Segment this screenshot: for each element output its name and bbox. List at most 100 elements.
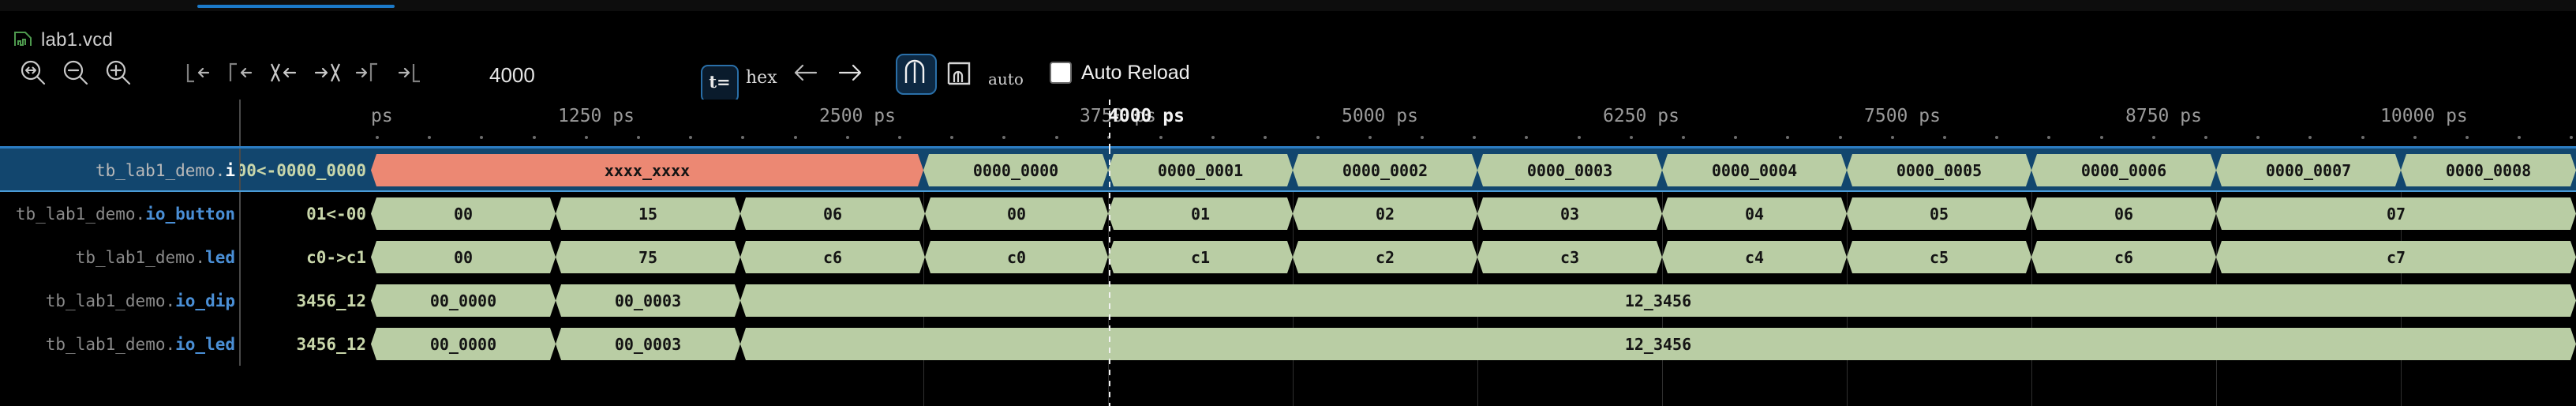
waveform-segment[interactable]: 0000_0001	[1108, 154, 1293, 186]
waveform-segment-value: c3	[1559, 247, 1580, 267]
auto-reload-toggle[interactable]: Auto Reload	[1050, 60, 1190, 85]
auto-reload-checkbox[interactable]	[1050, 62, 1072, 84]
signal-scope: tb_lab1_demo.	[45, 335, 176, 354]
waveform-segment[interactable]: 15	[556, 197, 740, 230]
zoom-in-icon[interactable]	[103, 57, 134, 88]
waveform-row-io_led[interactable]: 00_0000 00_0003 12_3456	[371, 322, 2576, 366]
waveform-segment[interactable]: 00_0003	[556, 328, 740, 360]
waveform-segment-value: 0000_0001	[1157, 160, 1244, 180]
wave-fit-icon[interactable]	[939, 55, 977, 93]
signal-scope: tb_lab1_demo.	[15, 205, 146, 224]
waveform-segment[interactable]: 05	[1847, 197, 2031, 230]
waveform-segment[interactable]: c6	[2031, 241, 2216, 273]
goto-prev-rising-edge-icon[interactable]	[226, 57, 257, 88]
waveform-segment-value: 0000_0003	[1526, 160, 1613, 180]
waveform-segment[interactable]: c0	[925, 241, 1108, 273]
waveform-segment[interactable]: 00_0003	[556, 284, 740, 317]
waveform-segment-value: c2	[1375, 247, 1395, 267]
waveform-segment-value: xxxx_xxxx	[604, 160, 691, 180]
waveform-segment-value: 00_0003	[614, 334, 682, 354]
zoom-out-icon[interactable]	[60, 57, 92, 88]
waveform-segment-undefined[interactable]: xxxx_xxxx	[371, 154, 923, 186]
waveform-segment[interactable]: 00_0000	[371, 284, 556, 317]
goto-prev-transition-icon[interactable]	[268, 57, 300, 88]
waveform-segment[interactable]: 00	[371, 197, 556, 230]
waveform-gridline	[2401, 148, 2402, 406]
waveform-segment[interactable]: 00_0000	[371, 328, 556, 360]
goto-next-rising-edge-icon[interactable]	[354, 57, 385, 88]
waveform-segment[interactable]: 06	[2031, 197, 2216, 230]
waveform-segment-value: c6	[2114, 247, 2134, 267]
waveform-gridline	[1477, 148, 1478, 406]
zoom-fit-icon[interactable]	[17, 57, 49, 88]
waveform-segment[interactable]: 07	[2216, 197, 2576, 230]
goto-next-transition-icon[interactable]	[311, 57, 343, 88]
radix-button[interactable]: t=	[701, 65, 739, 103]
signal-value-at-cursor: c0->c1	[306, 248, 366, 267]
ruler-tick-label: ps	[371, 106, 393, 126]
arrow-left-icon[interactable]	[789, 57, 821, 88]
waveform-segment-value: 0000_0004	[1711, 160, 1798, 180]
waveform-segment-value: c5	[1929, 247, 1949, 267]
goto-prev-edge-icon[interactable]	[183, 57, 215, 88]
waveform-segment[interactable]: c1	[1108, 241, 1293, 273]
waveform-segment[interactable]: c6	[740, 241, 925, 273]
waveform-gridline	[2031, 148, 2032, 406]
waveform-segment[interactable]: 0000_0004	[1662, 154, 1847, 186]
waveform-segment[interactable]: 06	[740, 197, 925, 230]
waveform-segment[interactable]: 01	[1108, 197, 1293, 230]
signal-names-panel[interactable]: tb_lab1_demo.i0000_0000->0000_0001tb_lab…	[0, 148, 371, 406]
waveform-segment[interactable]: 12_3456	[740, 284, 2576, 317]
ruler-tick-label: 10000 ps	[2380, 106, 2468, 126]
waveform-segment[interactable]: 0000_0008	[2401, 154, 2576, 186]
waveform-segment-value: 06	[2114, 204, 2134, 224]
signal-leaf-name: led	[205, 248, 235, 267]
waveform-segment[interactable]: 75	[556, 241, 740, 273]
waveform-gridline	[1847, 148, 1848, 406]
waveform-segment[interactable]: 00	[925, 197, 1108, 230]
waveform-segment[interactable]: 02	[1293, 197, 1477, 230]
active-tab-indicator[interactable]	[197, 5, 395, 8]
waveform-segment[interactable]: 0000_0006	[2031, 154, 2216, 186]
zoom-level-value[interactable]: 4000	[489, 63, 535, 87]
signal-name-label: tb_lab1_demo.i	[95, 161, 235, 180]
ruler-tick-label: 3750 ps	[1080, 106, 1156, 126]
waveform-gridline	[1108, 148, 1109, 406]
goto-next-edge-icon[interactable]	[396, 57, 428, 88]
waveform-segment[interactable]: 0000_0005	[1847, 154, 2031, 186]
analog-wave-icon[interactable]	[896, 54, 937, 95]
signal-leaf-name: io_dip	[175, 291, 235, 310]
arrow-right-icon[interactable]	[835, 57, 867, 88]
signal-scope: tb_lab1_demo.	[95, 161, 226, 180]
waveform-segment[interactable]: 0000_0000	[923, 154, 1108, 186]
waveform-segment[interactable]: 00	[371, 241, 556, 273]
waveform-row-i[interactable]: xxxx_xxxx 0000_0000 0000_0001 0000_0002 0000…	[371, 148, 2576, 192]
waveform-segment-value: 12_3456	[1624, 291, 1692, 310]
waveform-segment[interactable]: 03	[1477, 197, 1662, 230]
waveform-segment[interactable]: 0000_0003	[1477, 154, 1662, 186]
waveform-segment[interactable]: c3	[1477, 241, 1662, 273]
waveform-segment[interactable]: 0000_0007	[2216, 154, 2401, 186]
waveform-segment[interactable]: 12_3456	[740, 328, 2576, 360]
waveform-segment[interactable]: c5	[1847, 241, 2031, 273]
waveform-segment[interactable]: 04	[1662, 197, 1847, 230]
waveform-segment[interactable]: 0000_0002	[1293, 154, 1477, 186]
waveform-segment-value: 05	[1929, 204, 1949, 224]
waveform-segment-value: 01	[1190, 204, 1211, 224]
signal-name-label: tb_lab1_demo.io_led	[46, 335, 235, 354]
waveform-segment[interactable]: c4	[1662, 241, 1847, 273]
waveform-segment-value: 75	[638, 247, 658, 267]
waveform-segment[interactable]: c2	[1293, 241, 1477, 273]
waveform-segment-value: 12_3456	[1624, 334, 1692, 354]
waveform-segment[interactable]: c7	[2216, 241, 2576, 273]
